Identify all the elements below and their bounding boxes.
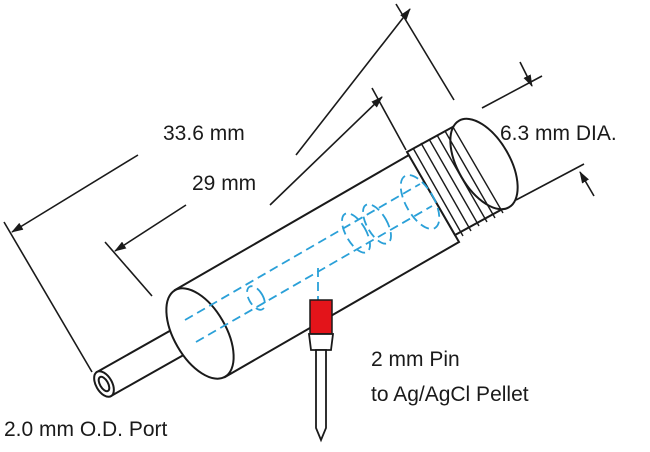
hidden-internal-lines — [184, 174, 441, 343]
pin-red-segment — [309, 299, 333, 335]
overall-length-ext-left — [3, 221, 93, 373]
body-length-ext-right — [371, 87, 407, 151]
overall-length-label: 33.6 mm — [163, 122, 245, 145]
diameter-arrow-top — [519, 61, 533, 87]
knurl-ridges — [412, 126, 504, 237]
diameter-arrow-bottom — [579, 171, 595, 197]
diameter-label: 6.3 mm DIA. — [500, 122, 617, 145]
pin-collar — [307, 333, 335, 351]
overall-length-dimension — [3, 3, 455, 373]
diameter-dimension — [481, 61, 595, 201]
overall-length-ext-right — [395, 3, 455, 101]
body-length-ext-left — [104, 241, 153, 297]
holder-body-end-face — [165, 287, 235, 380]
hidden-seal-front — [341, 212, 371, 254]
body-length-dimension — [104, 87, 407, 297]
hidden-cap-bore — [399, 174, 441, 230]
hidden-bore-lower — [195, 205, 433, 343]
diameter-ext-bottom — [515, 163, 585, 201]
body-length-label: 29 mm — [192, 172, 257, 195]
pin-label-line1: 2 mm Pin — [371, 348, 460, 371]
holder-body — [165, 153, 461, 380]
port-label: 2.0 mm O.D. Port — [4, 418, 168, 441]
port-tube-bore — [97, 375, 111, 393]
overall-length-line-b — [295, 8, 411, 156]
body-length-line-b — [269, 96, 383, 206]
pin-shaft — [315, 349, 327, 443]
overall-length-line-a — [11, 154, 139, 233]
knurled-cap — [405, 117, 519, 237]
hidden-seal-ring — [246, 285, 266, 311]
body-length-line-a — [114, 204, 187, 252]
connector-pin — [307, 299, 335, 443]
diameter-ext-top — [481, 75, 543, 109]
hidden-bore-upper — [184, 183, 421, 321]
hidden-seal-rear — [362, 203, 392, 245]
pin-label-line2: to Ag/AgCl Pellet — [371, 383, 529, 406]
